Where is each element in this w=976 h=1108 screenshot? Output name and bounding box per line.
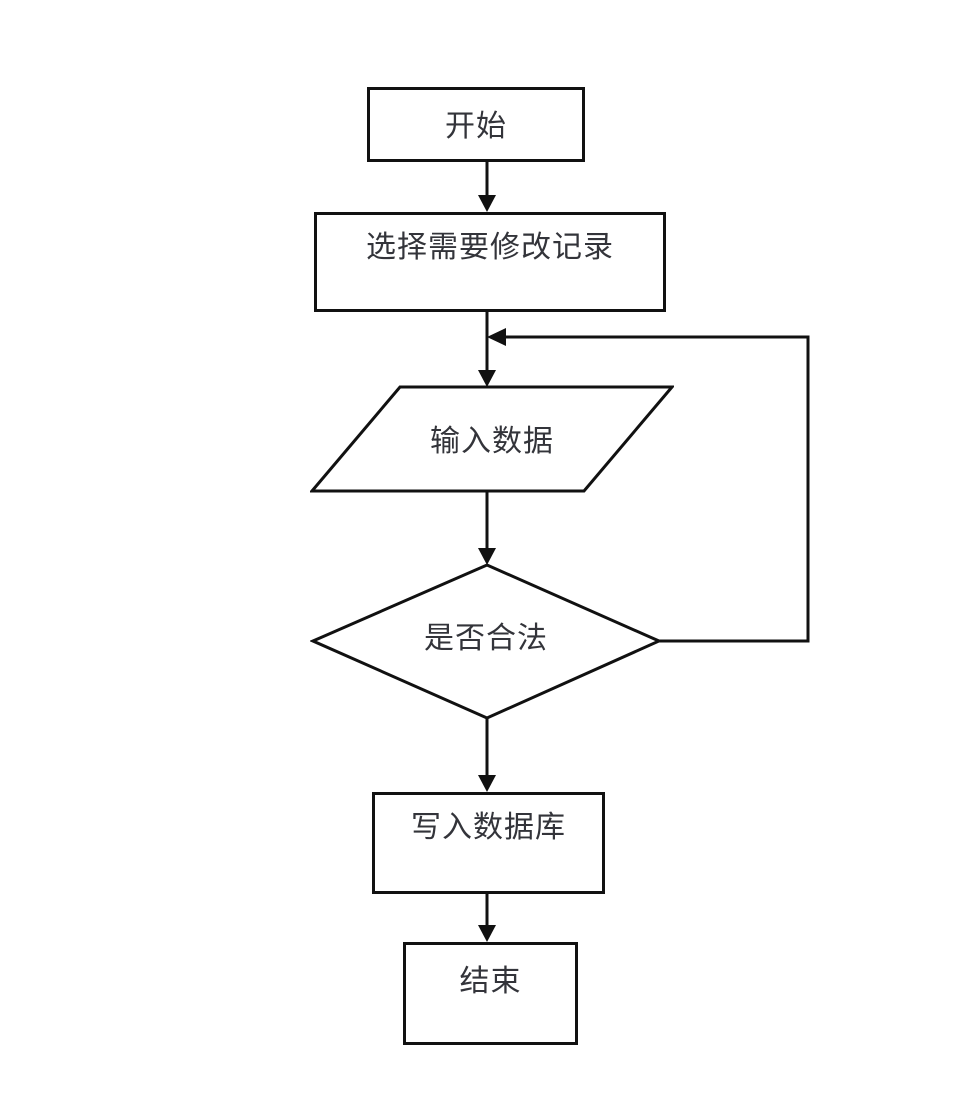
diamond-shape <box>310 563 662 720</box>
flow-node-end-label: 结束 <box>459 965 522 998</box>
edge-start-to-select <box>478 162 496 212</box>
edge-decision-to-write <box>478 718 496 792</box>
flow-node-decision-valid[interactable]: 是否合法 <box>310 562 662 721</box>
flow-node-write-database-label: 写入数据库 <box>411 811 566 844</box>
edge-select-to-input <box>478 312 496 387</box>
flow-node-select-record-label: 选择需要修改记录 <box>366 231 614 264</box>
flow-node-input-data[interactable]: 输入数据 <box>310 385 674 493</box>
flow-node-decision-valid-label: 是否合法 <box>424 622 548 655</box>
edge-write-to-end <box>478 894 496 942</box>
flow-node-write-database[interactable]: 写入数据库 <box>372 792 605 894</box>
flow-node-select-record[interactable]: 选择需要修改记录 <box>314 212 666 312</box>
flow-node-end[interactable]: 结束 <box>403 942 578 1045</box>
edge-decision-loop-back-to-input <box>487 328 810 643</box>
flow-node-start[interactable]: 开始 <box>367 87 585 162</box>
flow-node-input-data-label: 输入数据 <box>430 425 554 458</box>
edge-input-to-decision <box>478 491 496 565</box>
parallelogram-shape <box>310 385 674 493</box>
flow-node-start-label: 开始 <box>445 110 507 143</box>
